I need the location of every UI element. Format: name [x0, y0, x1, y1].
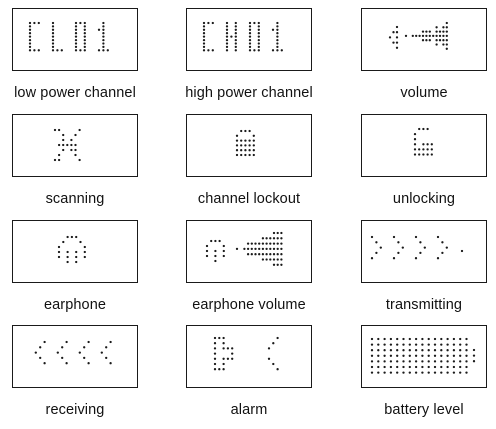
lcd-display	[12, 114, 138, 177]
unlocking-icon	[413, 127, 433, 156]
lcd-display	[186, 114, 312, 177]
panel-high-power-channel: high power channel	[174, 8, 324, 112]
panel-scanning: scanning	[0, 114, 150, 218]
panel-receiving: receiving	[0, 325, 150, 429]
panel-earphone-volume: earphone volume	[174, 220, 324, 324]
lcd-display	[361, 8, 487, 71]
lcd-display	[186, 220, 312, 283]
panel-caption: alarm	[230, 402, 268, 418]
panel-caption: scanning	[45, 191, 105, 207]
low-power-channel-icon	[28, 21, 109, 52]
receiving-icon	[34, 340, 112, 365]
lcd-display	[186, 325, 312, 388]
lcd-display	[12, 325, 138, 388]
panel-caption: channel lockout	[197, 191, 301, 207]
battery-level-icon	[370, 337, 476, 374]
scanning-icon	[53, 128, 81, 162]
panel-caption: receiving	[45, 402, 105, 418]
panel-caption: transmitting	[385, 297, 463, 313]
panel-caption: earphone volume	[192, 297, 306, 313]
alarm-icon	[213, 336, 279, 371]
earphone-icon	[57, 235, 86, 264]
panel-caption: volume	[400, 85, 448, 101]
panel-caption: battery level	[384, 402, 464, 418]
earphone-volume-icon	[205, 231, 283, 266]
lcd-display	[361, 220, 487, 283]
panel-low-power-channel: low power channel	[0, 8, 150, 112]
transmitting-icon	[370, 235, 464, 260]
panel-caption: unlocking	[392, 191, 456, 207]
panel-caption: high power channel	[185, 85, 313, 101]
volume-icon	[388, 21, 448, 50]
panel-earphone: earphone	[0, 220, 150, 324]
panel-caption: low power channel	[14, 85, 136, 101]
panel-battery-level: battery level	[349, 325, 496, 429]
panel-volume: volume	[349, 8, 496, 112]
panel-transmitting: transmitting	[349, 220, 496, 324]
channel-lockout-icon	[235, 129, 255, 157]
lcd-display	[361, 325, 487, 388]
panel-alarm: alarm	[174, 325, 324, 429]
lcd-display	[186, 8, 312, 71]
lcd-display	[12, 8, 138, 71]
high-power-channel-icon	[202, 21, 283, 52]
panel-unlocking: unlocking	[349, 114, 496, 218]
lcd-display	[361, 114, 487, 177]
panel-channel-lockout: channel lockout	[174, 114, 324, 218]
lcd-display	[12, 220, 138, 283]
panel-caption: earphone	[43, 297, 107, 313]
